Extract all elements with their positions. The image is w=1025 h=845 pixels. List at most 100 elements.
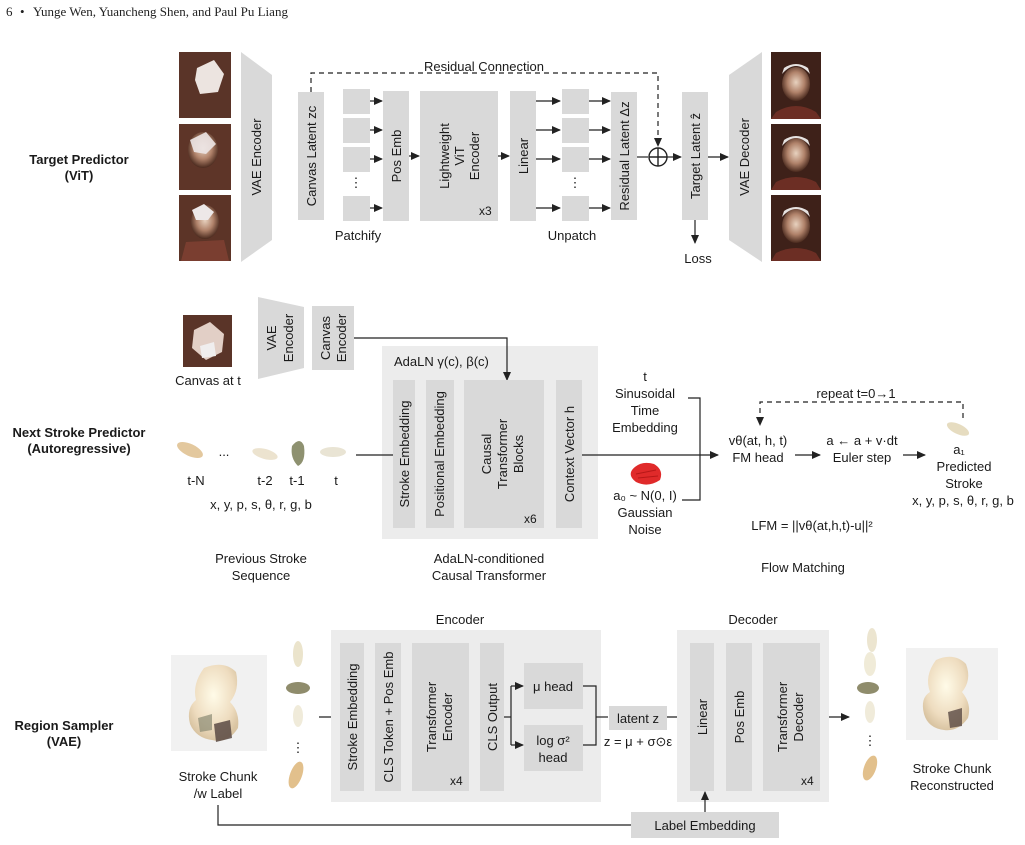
stroke-thumb-tN <box>177 441 203 459</box>
input-canvas-thumbnails <box>179 52 231 261</box>
vit-encoder-block <box>420 91 498 221</box>
euler-label: Euler step <box>833 450 892 465</box>
transformer-decoder-label-1: Transformer <box>775 681 790 752</box>
vae-decoder-block <box>729 52 762 262</box>
euler-formula: a ← a + v·dt <box>826 433 898 448</box>
canvas-latent-block <box>298 92 324 220</box>
positional-embedding-label: Positional Embedding <box>432 391 447 517</box>
rs-pos-emb-block <box>726 643 752 791</box>
transformer-encoder-block <box>412 643 469 791</box>
canvas-latent-label: Canvas Latent zc <box>304 105 319 206</box>
noise-label-1: a₀ ~ N(0, I) <box>613 488 677 503</box>
next-stroke-subtitle: (Autoregressive) <box>27 441 130 456</box>
patchify-label: Patchify <box>335 228 382 243</box>
patch-ellipsis: ⋮ <box>350 175 363 190</box>
seq-ellipsis: ... <box>219 444 230 459</box>
context-vector-label: Context Vector h <box>562 406 577 502</box>
causal-transformer-blocks <box>464 380 544 528</box>
ctb-label-2: Transformer <box>495 418 510 489</box>
seq-label-t1: t-1 <box>289 473 304 488</box>
target-predictor-section: Target Predictor (ViT) VAE Encoder Canva… <box>29 52 821 266</box>
recon-label-1: Stroke Chunk <box>913 761 992 776</box>
time-label-2: Sinusoidal <box>615 386 675 401</box>
output-stroke-ellipsis: ⋮ <box>864 733 877 748</box>
next-stroke-predictor-section: Next Stroke Predictor (Autoregressive) C… <box>13 297 1014 583</box>
td-repeat-label: x4 <box>801 774 814 788</box>
canvas-at-t-label: Canvas at t <box>175 373 241 388</box>
label-embedding-label: Label Embedding <box>654 818 755 833</box>
rs-linear-block <box>690 643 714 791</box>
unpatch-patches: ⋮ <box>562 89 589 221</box>
prev-seq-label-1: Previous Stroke <box>215 551 307 566</box>
vit-encoder-label-2: ViT <box>452 146 467 165</box>
transformer-encoder-label-1: Transformer <box>424 681 439 752</box>
time-label-4: Embedding <box>612 420 678 435</box>
stroke-thumb-t1 <box>291 441 305 466</box>
cls-token-label: CLS Token + Pos Emb <box>381 652 396 783</box>
flow-matching-label: Flow Matching <box>761 560 845 575</box>
target-latent-label: Target Latent ẑ <box>688 113 703 199</box>
vit-repeat-label: x3 <box>479 204 492 218</box>
small-vae-encoder-label-1: VAE <box>264 325 279 350</box>
te-repeat-label: x4 <box>450 774 463 788</box>
vit-encoder-label-1: Lightweight <box>437 123 452 189</box>
vae-encoder-block <box>241 52 272 262</box>
seq-label-t: t <box>334 473 338 488</box>
target-predictor-title: Target Predictor <box>29 152 128 167</box>
stroke-chunk-label-1: Stroke Chunk <box>179 769 258 784</box>
small-vae-encoder-block <box>258 297 304 379</box>
pred-params: x, y, p, s, θ, r, g, b <box>912 493 1014 508</box>
logvar-head-label-2: head <box>539 750 568 765</box>
input-stroke-stack: ⋮ <box>286 641 310 789</box>
small-vae-encoder-label-2: Encoder <box>281 313 296 362</box>
adaln-cond-label-2: Causal Transformer <box>432 568 547 583</box>
adaln-label: AdaLN γ(c), β(c) <box>394 354 489 369</box>
recon-label-2: Reconstructed <box>910 778 994 793</box>
ctb-label-1: Causal <box>479 434 494 475</box>
time-label-3: Time <box>631 403 659 418</box>
output-stroke-stack: ⋮ <box>857 628 879 781</box>
gaussian-noise-icon <box>630 462 662 485</box>
seq-label-tN: t-N <box>187 473 204 488</box>
residual-connection-line <box>310 72 662 147</box>
time-label-1: t <box>643 369 647 384</box>
target-predictor-subtitle: (ViT) <box>65 168 94 183</box>
loss-label: Loss <box>684 251 712 266</box>
rs-stroke-embedding-block <box>340 643 364 791</box>
rs-stroke-embedding-label: Stroke Embedding <box>345 664 360 771</box>
vae-decoder-label: VAE Decoder <box>737 117 752 195</box>
pos-emb-block <box>383 91 409 221</box>
encoder-title: Encoder <box>436 612 485 627</box>
rs-linear-label: Linear <box>695 698 710 735</box>
input-stroke-ellipsis: ⋮ <box>292 740 305 755</box>
pos-emb-label: Pos Emb <box>389 130 404 183</box>
region-sampler-title: Region Sampler <box>15 718 114 733</box>
canvas-encoder-block <box>312 306 354 370</box>
region-sampler-section: Region Sampler (VAE) Stroke Chunk /w Lab… <box>15 612 998 838</box>
pred-label-1: a₁ <box>953 442 965 457</box>
transformer-decoder-block <box>763 643 820 791</box>
seq-params: x, y, p, s, θ, r, g, b <box>210 497 312 512</box>
prev-seq-label-2: Sequence <box>232 568 291 583</box>
previous-stroke-sequence: ... <box>177 441 346 466</box>
linear-block <box>510 91 536 221</box>
pred-label-3: Stroke <box>945 476 983 491</box>
transformer-decoder-label-2: Decoder <box>791 692 806 742</box>
mu-head-block <box>524 663 583 709</box>
adaln-cond-label-1: AdaLN-conditioned <box>434 551 545 566</box>
residual-add-icon <box>648 147 668 167</box>
patchify-patches: ⋮ <box>343 89 370 221</box>
label-embedding-block <box>631 812 779 838</box>
latent-z-block <box>609 706 667 730</box>
stroke-chunk-label-2: /w Label <box>194 786 243 801</box>
stroke-thumb-t2 <box>252 448 278 460</box>
reparam-formula: z = μ + σ⊙ε <box>604 734 673 749</box>
cls-token-block <box>375 643 401 791</box>
predicted-stroke-thumb <box>946 422 970 436</box>
residual-connection-label: Residual Connection <box>424 59 544 74</box>
stroke-thumb-t <box>320 447 346 457</box>
fm-head-label: FM head <box>732 450 783 465</box>
cls-output-block <box>480 643 504 791</box>
output-portrait-thumbnails <box>771 52 821 261</box>
